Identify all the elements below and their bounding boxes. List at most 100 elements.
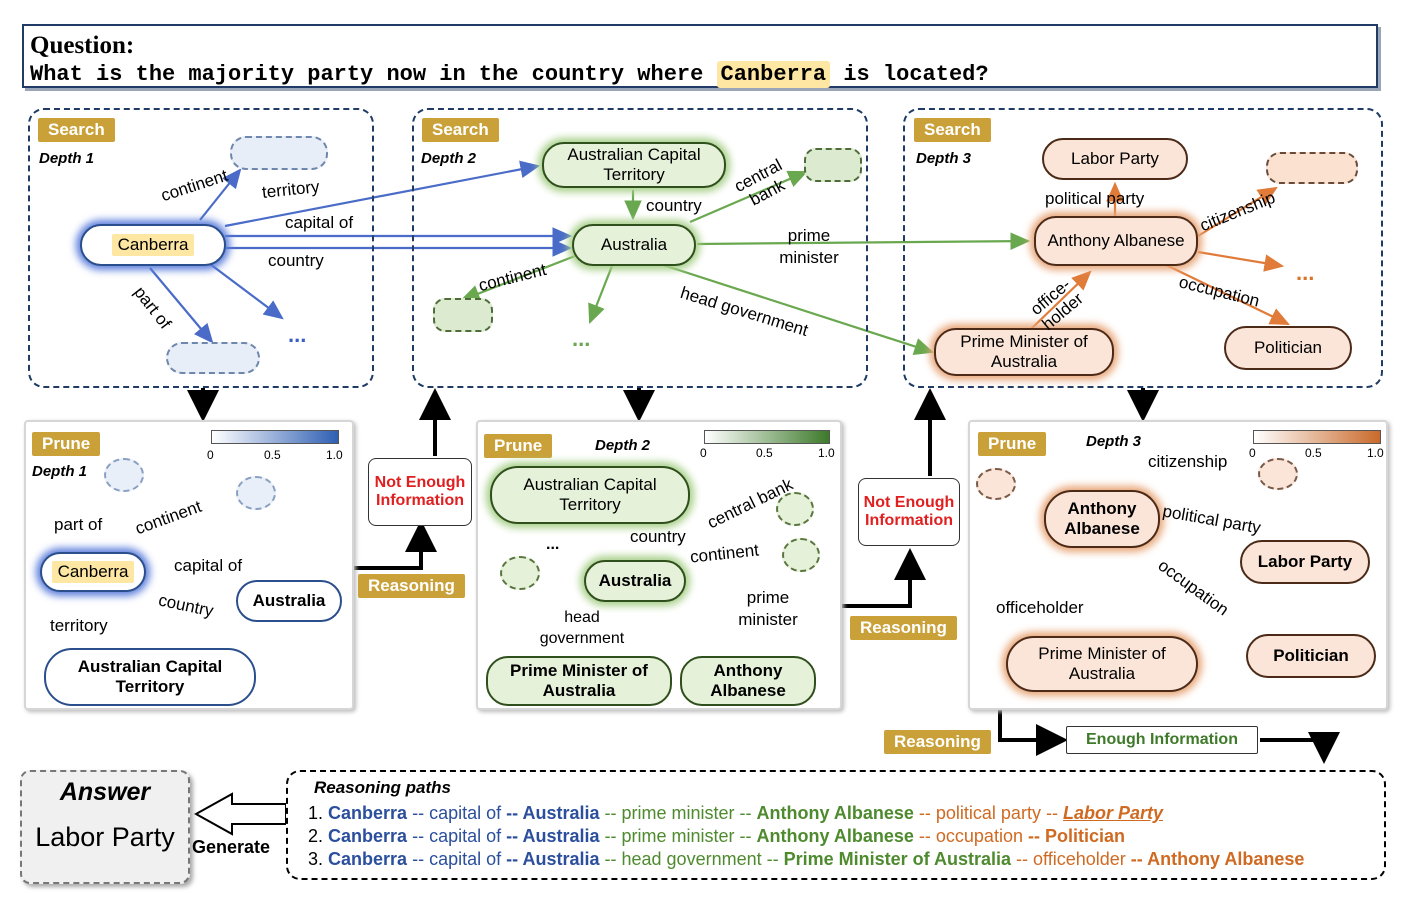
reasoning-paths-box [286, 770, 1386, 880]
search3-node-politician: Politician [1224, 326, 1352, 370]
path1-num: 1. [308, 803, 324, 823]
edge-head-government [659, 262, 935, 355]
search1-ghost-top [230, 136, 328, 170]
search1-label-capital-of: capital of [285, 213, 354, 232]
answer-box: Answer Labor Party [20, 770, 190, 884]
edge-central-bank [689, 170, 809, 224]
search1-ghost-bottom [166, 342, 260, 374]
search2-ghost-left [433, 298, 493, 332]
path2-num: 2. [308, 826, 324, 846]
flow-reason3 [998, 708, 1068, 756]
question-text-before: What is the majority party now in the co… [30, 62, 717, 87]
search1-canberra-label: Canberra [111, 233, 195, 257]
prune-tag-3: Prune [978, 432, 1047, 456]
path1-albanese: Anthony Albanese [756, 803, 914, 823]
search-depth-3: Depth 3 [916, 150, 972, 167]
prune1-label-part-of: part of [54, 515, 103, 534]
search-panel-depth3 [903, 108, 1383, 388]
prune-depth-1: Depth 1 [32, 463, 88, 480]
search-panel-depth2 [412, 108, 868, 388]
answer-title: Answer [59, 778, 151, 806]
not-enough-info-2: Not Enough Information [858, 478, 960, 546]
prune-tag-2: Prune [484, 434, 553, 458]
search-tag-2: Search [422, 118, 499, 142]
search2-ellipsis: ... [572, 326, 591, 351]
prune3-cbar-mid: 0.5 [1305, 446, 1322, 460]
search1-ellipsis: ... [288, 322, 307, 347]
prune2-dot-2 [782, 538, 820, 572]
question-box [22, 24, 1378, 88]
path3-pm: Prime Minister of Australia [783, 849, 1011, 869]
path3-rel1: -- capital of [412, 849, 502, 869]
search3-ghost [1266, 152, 1358, 184]
prune2-dot-1 [776, 492, 814, 526]
edge-prime-minister [696, 232, 1031, 250]
prune2-node-australia: Australia [584, 560, 686, 602]
search-tag-1: Search [38, 118, 115, 142]
prune2-dot-left [500, 556, 540, 590]
prune2-node-act: Australian Capital Territory [490, 466, 690, 524]
search2-label-prime-minister: prime minister [779, 226, 839, 268]
prune2-node-albanese: Anthony Albanese [680, 656, 816, 706]
enough-info: Enough Information [1066, 726, 1258, 754]
prune3-node-albanese: Anthony Albanese [1044, 490, 1160, 548]
prune1-node-act: Australian Capital Territory [44, 648, 256, 706]
search3-label-political-party: political party [1045, 189, 1145, 208]
prune1-node-canberra: Canberra [40, 552, 146, 592]
search2-label-country: country [646, 196, 702, 215]
flow-enough [1260, 732, 1340, 764]
edge-orange-more [1197, 250, 1285, 272]
prune2-node-pm: Prime Minister of Australia [486, 656, 672, 706]
prune2-label-prime-minister: prime minister [738, 588, 798, 630]
path1-canberra: Canberra [328, 803, 408, 823]
edge-territory-to-act [224, 160, 541, 228]
search3-node-labor: Labor Party [1042, 138, 1188, 180]
prune1-node-australia: Australia [236, 580, 342, 622]
path1-rel3: -- political party -- [918, 803, 1058, 823]
path-line-3: 3. Canberra -- capital of -- Australia -… [308, 849, 1304, 870]
search2-ghost-right [804, 148, 862, 182]
path2-canberra: Canberra [328, 826, 408, 846]
path1-labor: Labor Party [1062, 803, 1163, 823]
question-text: What is the majority party now in the co… [30, 61, 989, 88]
path2-rel3: -- occupation [918, 826, 1023, 846]
search1-label-country: country [268, 251, 324, 270]
path1-rel1: -- capital of [412, 803, 502, 823]
prune2-label-country: country [630, 527, 686, 546]
search2-node-australia: Australia [572, 224, 696, 266]
path-line-1: 1. Canberra -- capital of -- Australia -… [308, 803, 1163, 824]
path-line-2: 2. Canberra -- capital of -- Australia -… [308, 826, 1125, 847]
edge-continent-2 [459, 254, 576, 302]
path3-num: 3. [308, 849, 324, 869]
flow-reason2 [842, 548, 926, 608]
flow-reason1 [354, 520, 437, 570]
search1-node-canberra: Canberra [80, 224, 226, 266]
prune1-colorbar [211, 430, 339, 444]
prune1-cbar-max: 1.0 [326, 448, 343, 462]
path3-canberra: Canberra [328, 849, 408, 869]
edge-citizenship [1197, 186, 1278, 237]
path3-albanese: -- Anthony Albanese [1130, 849, 1305, 869]
path3-rel2: -- head government -- [604, 849, 779, 869]
search-tag-3: Search [914, 118, 991, 142]
prune1-label-territory: territory [50, 616, 108, 635]
prune2-label-head-government: head government [539, 609, 625, 647]
prune3-label-citizenship: citizenship [1148, 452, 1228, 471]
path1-rel2: -- prime minister -- [604, 803, 752, 823]
prune1-label-capital-of: capital of [174, 556, 243, 575]
prune2-cbar-mid: 0.5 [756, 446, 773, 460]
prune1-cbar-min: 0 [207, 448, 214, 462]
prune3-dot-left [976, 468, 1016, 500]
reasoning-tag-2: Reasoning [850, 616, 957, 640]
reasoning-paths-title: Reasoning paths [314, 778, 451, 797]
path3-australia: -- Australia [506, 849, 600, 869]
generate-arrow [193, 792, 287, 836]
search3-node-albanese: Anthony Albanese [1034, 216, 1198, 266]
generate-label: Generate [192, 837, 271, 857]
prune-depth-3: Depth 3 [1086, 433, 1142, 450]
question-text-after: is located? [830, 62, 989, 87]
search3-node-pm: Prime Minister of Australia [934, 328, 1114, 376]
reasoning-tag-3: Reasoning [884, 730, 991, 754]
path2-australia: -- Australia [506, 826, 600, 846]
prune1-cbar-mid: 0.5 [264, 448, 281, 462]
